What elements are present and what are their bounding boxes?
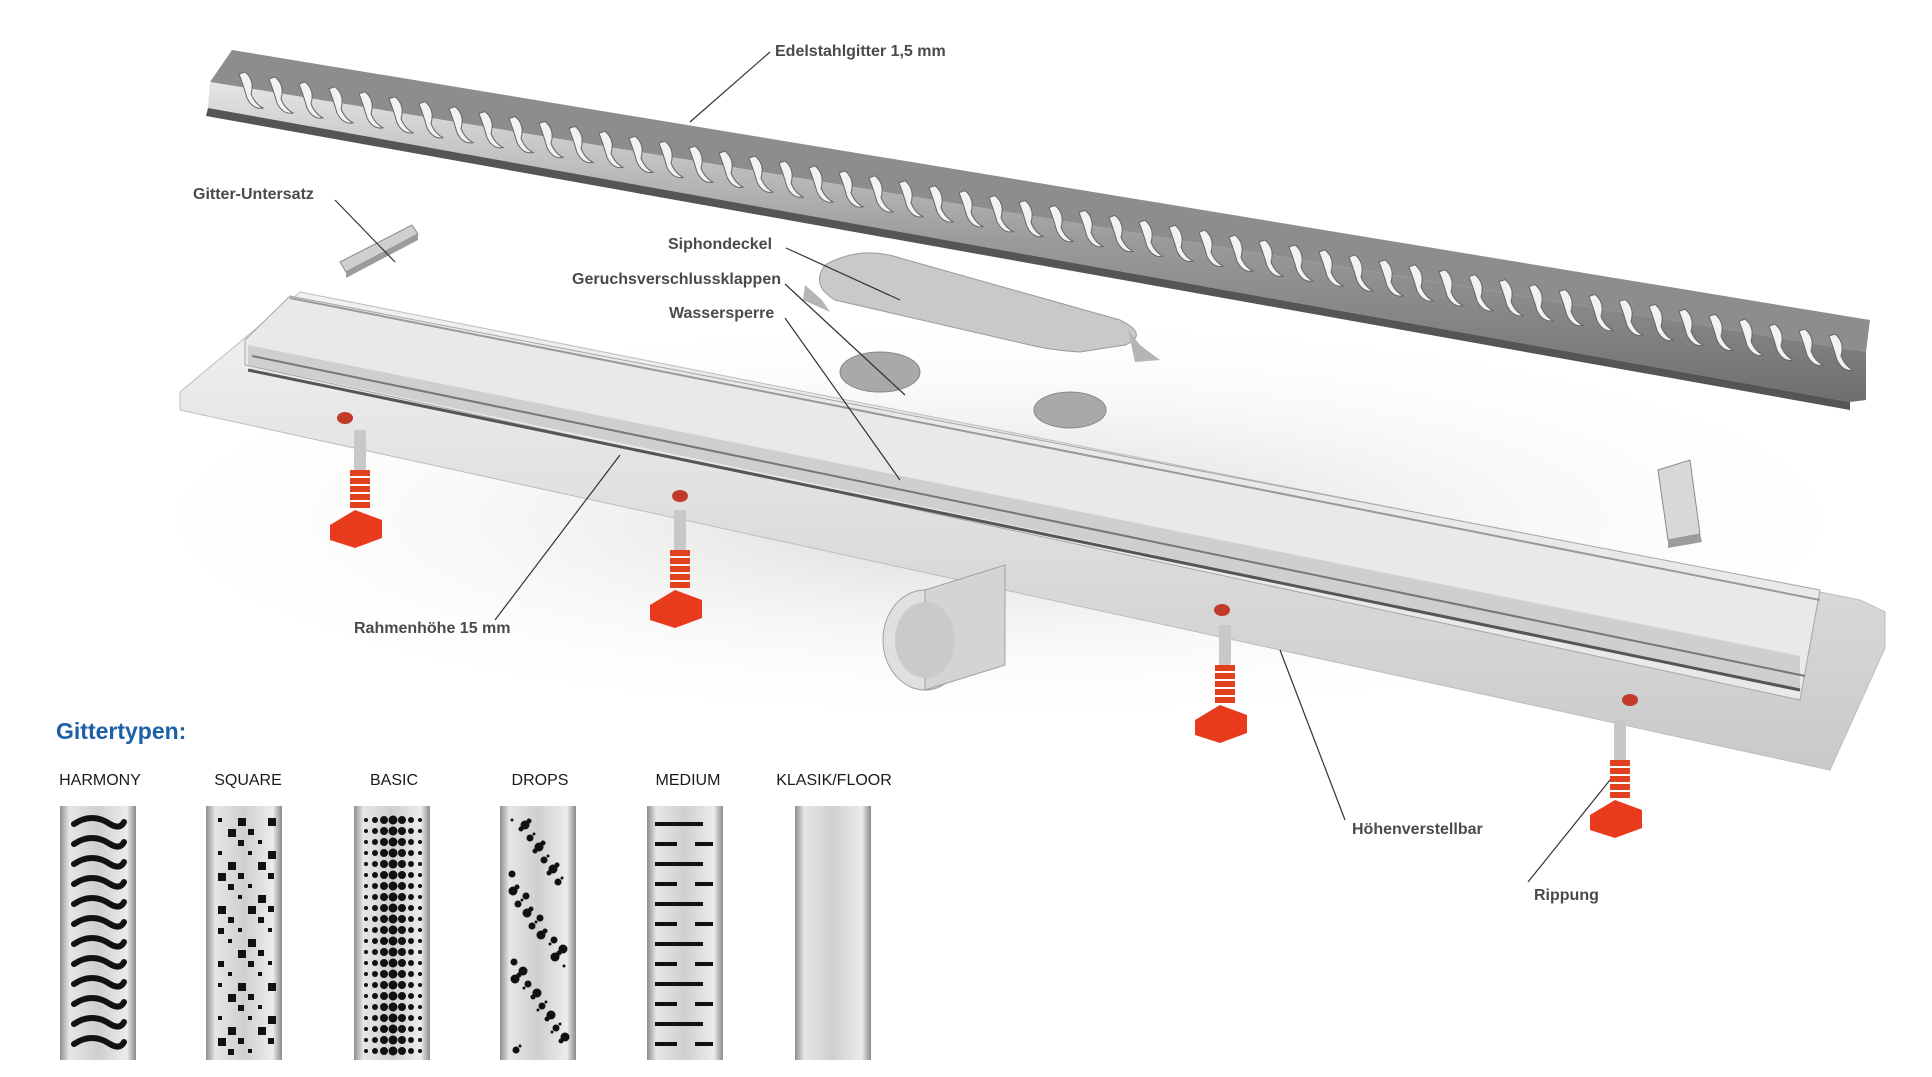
grate-slot	[1438, 269, 1465, 307]
adjustable-foot	[650, 510, 702, 628]
grate-slot	[1798, 328, 1825, 366]
grate-slot	[1138, 219, 1165, 258]
grate-slot	[628, 135, 655, 174]
grate-slot	[1048, 204, 1075, 243]
grate-slot	[988, 195, 1015, 233]
grate-type-label: KLASIK/FLOOR	[776, 772, 892, 789]
grate-slot	[598, 130, 625, 169]
grate-slot	[1168, 224, 1195, 263]
grate-slot	[688, 145, 715, 183]
odor-flap-right	[1033, 391, 1107, 429]
grate-slot	[388, 96, 415, 134]
grate-slot	[1228, 234, 1255, 272]
grate-slot	[508, 115, 535, 154]
grate-type-label: MEDIUM	[655, 772, 721, 789]
grate-slot	[1408, 264, 1435, 302]
grate-slot	[1678, 308, 1705, 347]
grate-swatch-lines	[647, 806, 723, 1060]
grate-slot	[868, 175, 895, 213]
grate-slot	[838, 170, 865, 208]
grate-type-label: DROPS	[511, 772, 569, 789]
adjustable-foot	[330, 430, 382, 548]
grate-swatch-plain	[795, 806, 871, 1060]
grate-slot	[538, 120, 565, 159]
adjustable-foot	[1195, 625, 1247, 743]
grate-slot	[748, 155, 775, 193]
grate-slot	[1498, 279, 1525, 317]
label-height-adjustable: Höhenverstellbar	[1352, 821, 1483, 838]
siphon-lid	[803, 252, 1160, 362]
stainless-grate	[206, 50, 1870, 410]
grate-type-label: BASIC	[369, 772, 418, 789]
grate-swatch-dots	[354, 806, 430, 1060]
grate-slot	[328, 86, 355, 124]
label-ribbing: Rippung	[1534, 887, 1599, 904]
grate-slot	[1768, 323, 1795, 361]
grate-slot	[1198, 229, 1225, 267]
grate-slot	[1618, 298, 1645, 337]
adjustable-feet	[330, 430, 1642, 838]
grate-slot	[418, 101, 445, 139]
label-frame-height: Rahmenhöhe 15 mm	[354, 620, 511, 637]
grate-slot	[1558, 288, 1585, 327]
grate-slot	[1468, 274, 1495, 312]
grate-swatch-drops	[500, 806, 576, 1060]
grate-slot	[898, 180, 925, 218]
grate-support-left	[339, 224, 419, 278]
label-water-barrier: Wassersperre	[669, 305, 775, 322]
grate-slot	[478, 110, 505, 149]
grate-support-right	[1657, 459, 1702, 548]
adjustable-foot	[1590, 720, 1642, 838]
grate-type-label: HARMONY	[59, 772, 141, 789]
label-grate-support: Gitter-Untersatz	[193, 186, 314, 203]
label-stainless-grate: Edelstahlgitter 1,5 mm	[775, 43, 946, 60]
grate-slot	[1738, 318, 1765, 356]
drain-body	[179, 291, 1886, 771]
grate-slot	[1258, 239, 1285, 277]
grate-slot	[358, 91, 385, 129]
grate-slot	[1378, 259, 1405, 297]
grate-slot	[1528, 284, 1555, 322]
grate-slot	[448, 106, 475, 144]
grate-slot	[268, 76, 295, 114]
grate-slot	[958, 190, 985, 228]
grate-slot	[298, 81, 325, 119]
label-odor-flaps: Geruchsverschlussklappen	[572, 271, 781, 288]
grate-slot	[778, 160, 805, 198]
grate-slot	[1318, 249, 1345, 287]
grate-slot	[1588, 293, 1615, 332]
grate-slot	[658, 140, 685, 178]
grate-slot	[1648, 303, 1675, 342]
grate-slot	[238, 71, 265, 109]
grate-swatch-waves	[60, 806, 136, 1060]
grate-type-label: SQUARE	[214, 772, 282, 789]
grate-slot	[1078, 209, 1105, 248]
grate-slot	[1288, 244, 1315, 282]
grate-slot	[718, 150, 745, 188]
grate-slot	[1708, 313, 1735, 352]
leader-lines	[334, 51, 1611, 883]
grate-slot	[1108, 214, 1135, 253]
grate-slot	[1348, 254, 1375, 292]
grate-slot	[808, 165, 835, 203]
grate-slot	[568, 125, 595, 164]
grate-swatch-squares	[206, 806, 282, 1060]
grate-slot	[928, 185, 955, 223]
grate-slot	[1018, 199, 1045, 238]
grate-types-title: Gittertypen:	[56, 718, 187, 744]
label-siphon-lid: Siphondeckel	[668, 236, 773, 253]
grate-slot	[1828, 333, 1855, 371]
